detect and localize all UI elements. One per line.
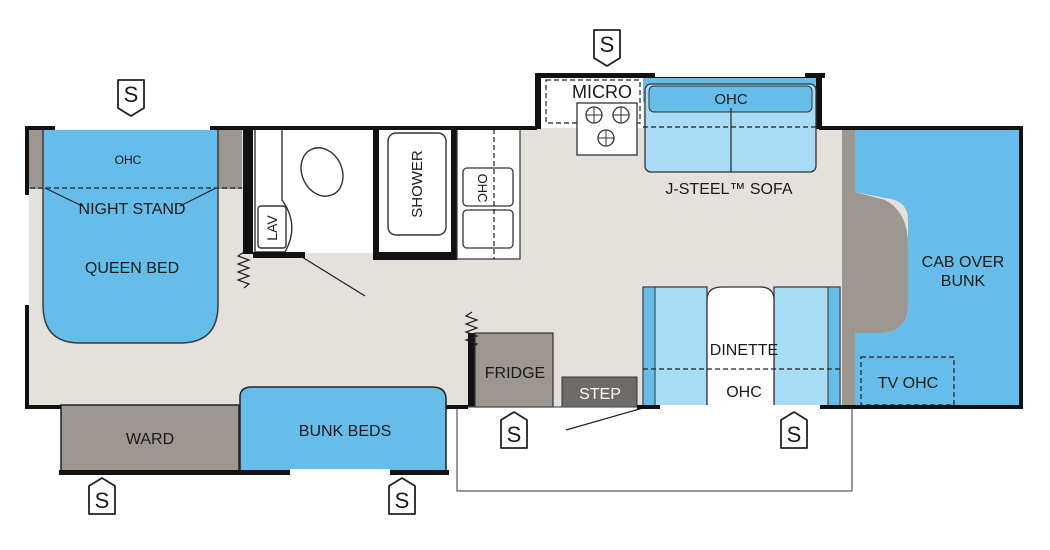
bath-door [301,256,366,297]
pillow-line-right [179,187,217,207]
slide-marker-bedroom: S [117,79,145,117]
fridge-wall [468,333,475,407]
kitchen-sink-bottom [462,209,514,249]
step-label: STEP [579,386,621,403]
ward [60,404,240,473]
lav-sink [257,205,287,249]
wall-bottom-right [637,405,1023,409]
slide-marker-shape [88,477,116,515]
slide-marker-fridge: S [500,411,528,449]
wall-top-left [25,126,537,130]
pillow-line-left [44,187,83,207]
fridge-label: FRIDGE [485,365,545,382]
slide-marker-kitchen: S [593,29,621,67]
slide-marker-text: S [787,422,802,447]
shower-pan [387,132,447,236]
slide-marker-text: S [507,422,522,447]
bunk-window [290,469,390,475]
window-bedroom-side [25,195,29,305]
bath-wall-bottom [253,252,305,258]
slide-marker-shape [500,411,528,449]
fridge-door-spring [464,311,479,349]
shower-wall-bottom [373,252,457,260]
slide-marker-text: S [395,488,410,513]
sofa-ohc-label: OHC [714,91,748,108]
burner-grates [586,107,629,146]
slide-marker-dinette: S [780,411,808,449]
step [561,376,638,408]
slide-marker-shape [117,79,145,117]
slide-top-wall-left [535,73,541,129]
window-dinette [660,405,820,409]
dinette-label: DINETTE [710,342,778,359]
bunk-beds [239,386,447,473]
slide-marker-shape [388,477,416,515]
kitchen-ohc-label: OHC [475,174,490,203]
wall-top-right [819,126,1023,130]
slide-bottom-wall [59,470,449,475]
cab-over-bunk-label-2: BUNK [941,273,986,290]
shower-wall-right [451,129,457,259]
nightstand-left [29,129,43,189]
dinette-back-right [827,286,841,408]
window-sofa [655,73,805,77]
queen-bed [42,128,219,344]
tv-ohc-label: TV OHC [878,375,938,392]
micro-label: MICRO [572,82,632,102]
slide-marker-text: S [600,32,615,57]
wall-bottom-mid [446,405,468,409]
ohc-bed-label: OHC [115,153,142,167]
night-stand-label: NIGHT STAND [79,201,186,218]
nightstand-right [218,129,242,189]
slide-marker-shape [593,29,621,67]
slide-marker-text: S [95,488,110,513]
slide-marker-ward: S [88,477,116,515]
dinette-table [706,286,775,408]
slide-top-wall-right [816,73,822,129]
slide-marker-shape [780,411,808,449]
ward-label: WARD [126,431,174,448]
dinette-ohc-label: OHC [726,384,762,401]
toilet [300,147,344,197]
kitchen-sink-top [462,167,514,207]
sofa-label: J-STEEL™ SOFA [665,181,792,198]
slide-marker-bunks: S [388,477,416,515]
bunk-beds-label: BUNK BEDS [299,423,391,440]
wall-right [1019,126,1023,409]
entry-door [565,407,644,431]
cab-over-bunk [855,129,1020,405]
queen-bed-label: QUEEN BED [85,260,179,277]
cab-seat-area [842,129,908,405]
shower-wall-left [373,129,379,259]
slide-marker-text: S [124,82,139,107]
cab-over-bunk-label-1: CAB OVER [922,254,1005,271]
wall-bottom-left [25,405,61,409]
slide-markers: S S S S S S [88,29,808,515]
shower-label: SHOWER [409,150,426,218]
bath-wall-left [243,127,253,254]
lav-label: LAV [264,215,280,241]
dinette-back-left [642,286,656,408]
window-bedroom-top [55,126,210,130]
bath-door-spring [236,251,251,289]
